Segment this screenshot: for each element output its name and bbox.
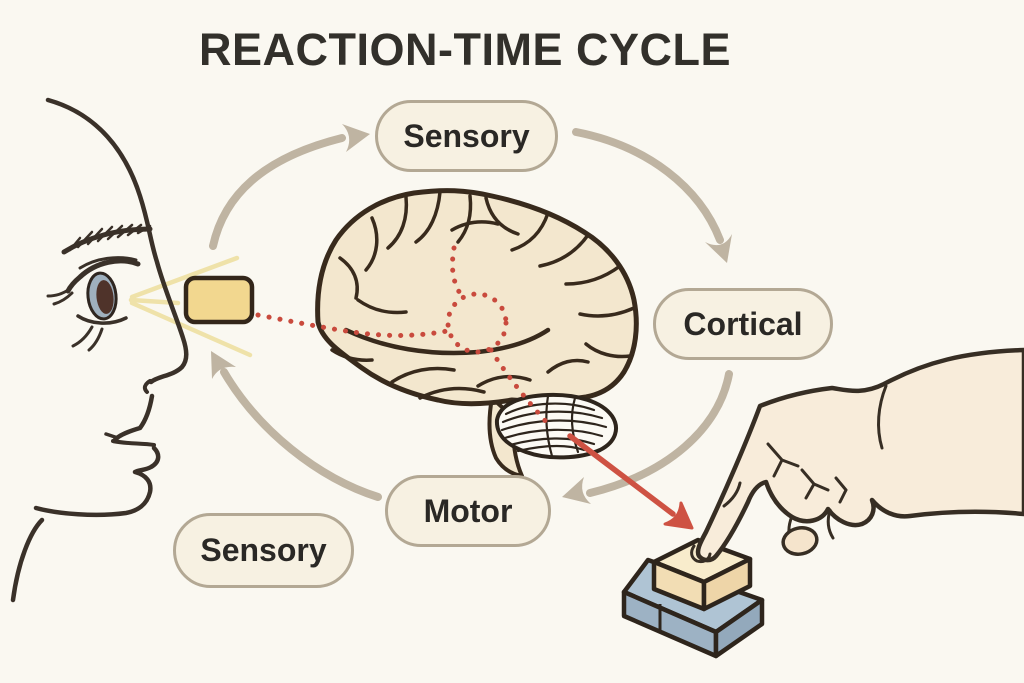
eye-icon xyxy=(46,256,141,352)
signal-arrowhead-icon xyxy=(663,501,694,530)
node-label: Cortical xyxy=(683,305,803,342)
cycle-arrow-icon xyxy=(209,124,733,504)
stimulus-card-icon xyxy=(183,275,255,325)
cerebrum xyxy=(315,188,639,407)
arrowhead-right-icon xyxy=(342,124,370,152)
face-profile-icon xyxy=(10,97,189,603)
arrow-stimulus-to-sensory xyxy=(209,134,346,250)
cerebellum xyxy=(494,392,618,460)
pupil xyxy=(96,280,114,314)
node-sensory-bottom: Sensory xyxy=(173,513,354,588)
node-motor: Motor xyxy=(385,475,551,547)
arrow-cortical-to-motor xyxy=(586,370,733,497)
signal-dotted-up xyxy=(450,245,464,298)
arrow-motor-to-sensory xyxy=(220,368,382,501)
node-label: Sensory xyxy=(200,532,327,568)
node-label: Motor xyxy=(423,492,513,529)
response-button-icon xyxy=(621,537,765,659)
node-cortical: Cortical xyxy=(653,288,833,360)
signal-dotted-loop xyxy=(445,291,509,355)
node-label: Sensory xyxy=(403,117,530,154)
hand-pressing-button-icon xyxy=(690,347,1024,564)
fingernail-icon xyxy=(690,544,712,564)
signal-dotted-afferent xyxy=(255,312,450,338)
arrow-sensory-to-cortical xyxy=(572,128,724,244)
node-sensory-top: Sensory xyxy=(375,100,558,172)
hand-silhouette xyxy=(695,347,1024,563)
arrowhead-left-icon xyxy=(562,477,591,504)
curled-fingertip-nail-icon xyxy=(781,526,819,556)
eyebrow-icon xyxy=(61,223,153,255)
signal-arrow-shaft xyxy=(567,433,676,517)
neural-signal-path-icon xyxy=(255,245,694,530)
arrowhead-up-icon xyxy=(211,351,236,379)
arrowhead-down-icon xyxy=(705,234,732,263)
page-title: REACTION-TIME CYCLE xyxy=(199,24,731,75)
signal-dotted-down xyxy=(488,347,553,429)
brain-icon xyxy=(315,188,639,478)
